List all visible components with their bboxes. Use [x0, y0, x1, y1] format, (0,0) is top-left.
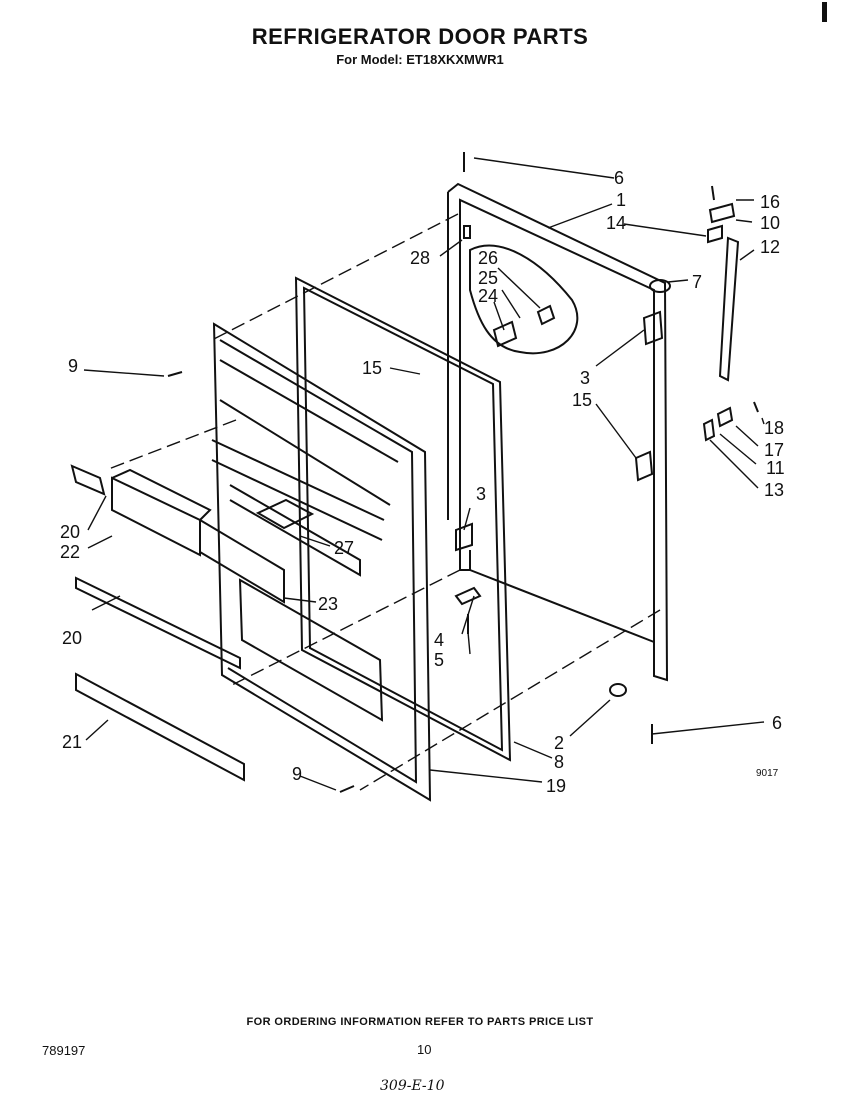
repair-kit-area: [469, 244, 579, 355]
top-hinge-cap-7: [649, 279, 672, 293]
hinge-bracket-3-lower: [455, 522, 473, 552]
callout-9-upper: 9: [68, 356, 78, 376]
ordering-note: FOR ORDERING INFORMATION REFER TO PARTS …: [246, 1016, 594, 1028]
exploded-parts-diagram: 6 1 14 16 10 12 7 3 15 18 17 11 13 26 25…: [60, 152, 785, 802]
callout-27: 27: [334, 538, 354, 558]
callout-25: 25: [478, 268, 498, 288]
screw-9-upper: [167, 371, 183, 377]
screw-16: [711, 185, 715, 201]
callout-1: 1: [616, 190, 626, 210]
plug-28: [463, 225, 471, 239]
callout-4: 4: [434, 630, 444, 650]
rail-20-lower: [75, 576, 241, 670]
callout-3-lower: 3: [476, 484, 486, 504]
diagram-code: 9017: [756, 768, 779, 779]
document-number: 789197: [42, 1043, 86, 1058]
hinge-plate-4: [454, 586, 482, 606]
callout-15-right: 15: [572, 390, 592, 410]
cam-10: [708, 202, 736, 224]
bracket-14: [707, 224, 723, 244]
screw-9-lower: [339, 785, 355, 793]
page-title: REFRIGERATOR DOOR PARTS: [251, 24, 589, 49]
hinge-bar-12: [718, 236, 740, 382]
spring-17: [716, 406, 734, 428]
callout-28: 28: [410, 248, 430, 268]
hinge-bracket-3: [642, 310, 664, 346]
shelf-23: [199, 519, 285, 604]
model-subtitle: For Model: ET18XKXMWR1: [336, 52, 504, 67]
callout-16: 16: [760, 192, 780, 212]
callout-9-lower: 9: [292, 764, 302, 784]
callout-20-upper: 20: [60, 522, 80, 542]
bottom-hinge-2: [609, 683, 628, 697]
callout-10: 10: [760, 213, 780, 233]
callout-5: 5: [434, 650, 444, 670]
page-number: 10: [417, 1042, 432, 1057]
rail-20-upper: [70, 464, 106, 496]
callout-11: 11: [766, 458, 785, 478]
callout-21: 21: [62, 732, 82, 752]
callout-22: 22: [60, 542, 80, 562]
callout-14: 14: [606, 213, 626, 233]
door-gasket: [294, 276, 512, 762]
trim-21: [75, 672, 245, 782]
door-liner: [212, 322, 432, 802]
screw-18: [753, 401, 759, 413]
callout-12: 12: [760, 237, 780, 257]
callout-17: 17: [764, 440, 784, 460]
callout-13: 13: [764, 480, 784, 500]
scan-mark: [822, 2, 827, 22]
butter-door-27: [255, 498, 315, 530]
handwritten-note: 309-E-10: [380, 1078, 445, 1094]
callout-18: 18: [764, 418, 784, 438]
bracket-15: [634, 450, 654, 482]
callout-23: 23: [318, 594, 338, 614]
callout-6-top: 6: [614, 168, 624, 188]
callout-7: 7: [692, 272, 702, 292]
callout-24: 24: [478, 286, 498, 306]
shelf-22: [111, 476, 201, 557]
callout-6-bottom: 6: [772, 713, 782, 733]
callout-26: 26: [478, 248, 498, 268]
pin-11: [702, 418, 716, 442]
callout-8: 8: [554, 752, 564, 772]
callout-3-upper: 3: [580, 368, 590, 388]
callout-20-lower: 20: [62, 628, 82, 648]
callout-19: 19: [546, 776, 566, 796]
outer-door-panel: [447, 182, 669, 682]
callout-2: 2: [554, 733, 564, 753]
callout-15-left: 15: [362, 358, 382, 378]
